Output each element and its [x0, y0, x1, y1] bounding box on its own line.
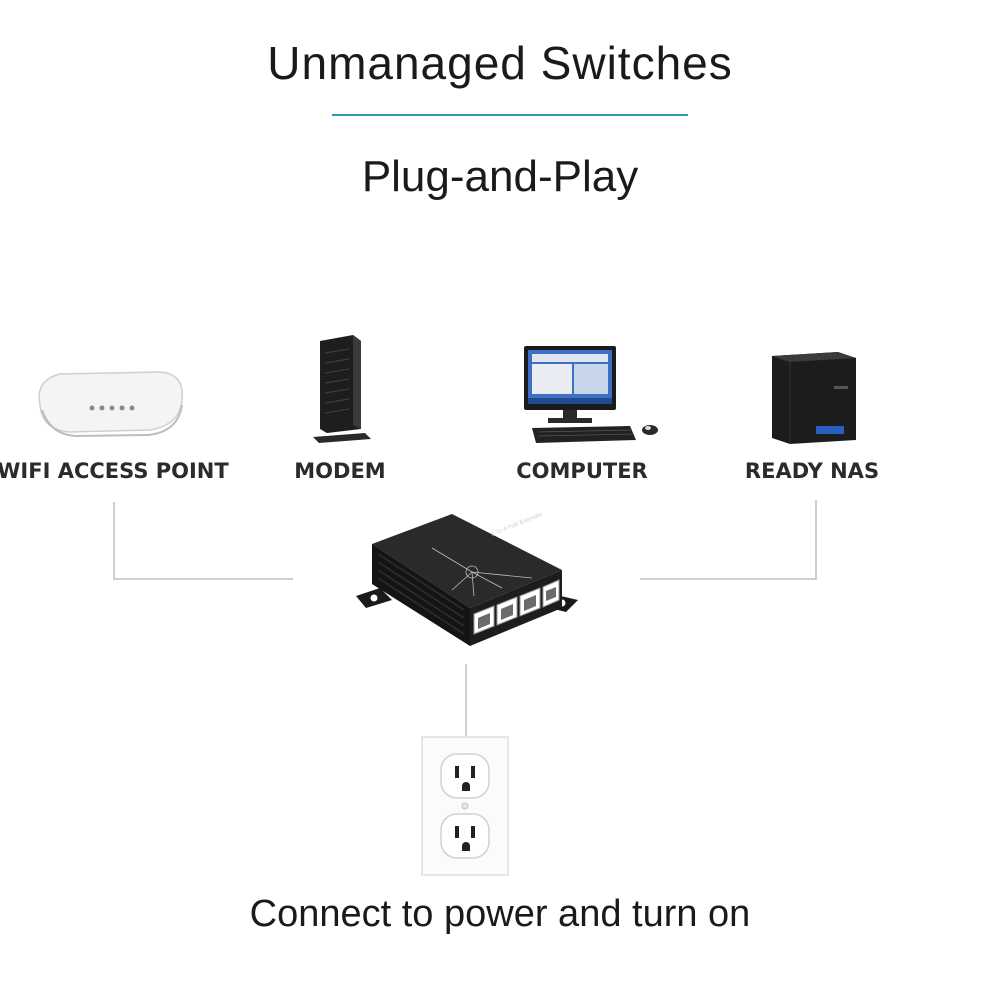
- network-switch-icon: 1 To 4 PoE Extender: [356, 512, 578, 646]
- connector-line-right-horizontal: [640, 578, 817, 580]
- page-title: Unmanaged Switches: [267, 37, 733, 89]
- modem-icon: [313, 335, 371, 443]
- power-outlet-icon: [421, 736, 509, 876]
- title-divider: [332, 114, 688, 116]
- page-subtitle: Plug-and-Play: [361, 152, 639, 201]
- label-computer: COMPUTER: [516, 459, 648, 483]
- nas-icon: [772, 352, 856, 444]
- connector-line-left-horizontal: [113, 578, 293, 580]
- connector-line-left-vertical: [113, 502, 115, 580]
- svg-text:1 To 4 PoE Extender: 1 To 4 PoE Extender: [491, 512, 544, 538]
- label-ready-nas: READY NAS: [744, 459, 880, 483]
- connector-line-right-vertical: [815, 500, 817, 580]
- connector-line-power: [465, 664, 467, 736]
- label-wifi-access-point: WIFI ACCESS POINT: [0, 459, 229, 483]
- computer-icon: [524, 346, 658, 443]
- instruction-caption: Connect to power and turn on: [249, 893, 751, 935]
- wifi-access-point-icon: [38, 371, 184, 438]
- label-modem: MODEM: [294, 459, 386, 483]
